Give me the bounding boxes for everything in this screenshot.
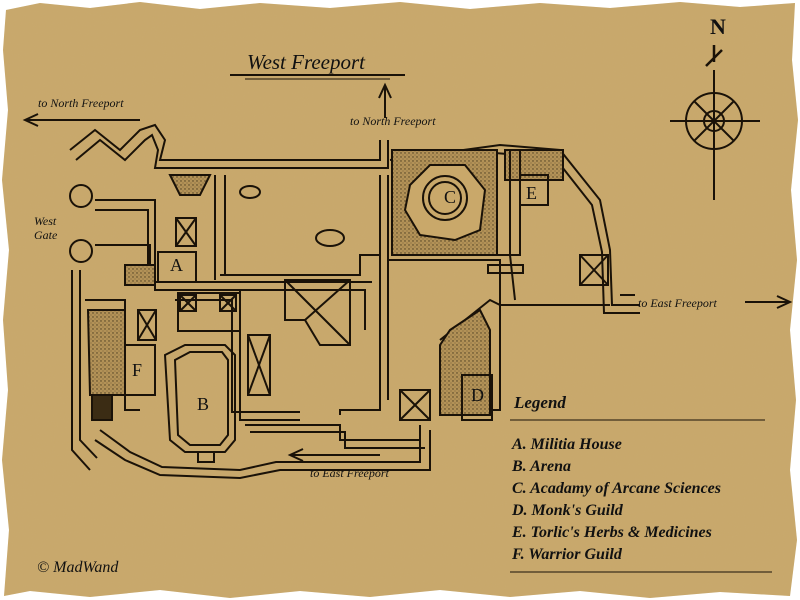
west-gate-label: West Gate: [34, 214, 58, 242]
direction-label-north-freeport-left: to North Freeport: [38, 96, 124, 110]
legend-item-e: E. Torlic's Herbs & Medicines: [512, 524, 712, 541]
building-letter-c: C: [444, 187, 457, 207]
direction-label-east-freeport-bottom: to East Freeport: [310, 466, 389, 480]
direction-label-north-freeport-mid: to North Freeport: [350, 114, 436, 128]
legend-item-c: C. Acadamy of Arcane Sciences: [512, 480, 722, 497]
copyright-label: © MadWand: [37, 559, 119, 576]
building-letter-f: F: [132, 360, 143, 380]
building-letter-e: E: [526, 183, 537, 203]
building-letter-d: D: [471, 385, 484, 405]
compass-north-label: N: [710, 14, 726, 39]
map-title: West Freeport: [247, 50, 366, 74]
building-letter-b: B: [197, 394, 210, 414]
legend-item-d: D. Monk's Guild: [512, 502, 623, 519]
legend-item-b: B. Arena: [512, 458, 571, 475]
building-letter-a: A: [170, 255, 183, 275]
legend-title: Legend: [514, 393, 566, 412]
legend-item-a: A. Militia House: [512, 436, 622, 453]
direction-label-east-freeport-right: to East Freeport: [638, 296, 717, 310]
legend-item-f: F. Warrior Guild: [512, 546, 622, 563]
